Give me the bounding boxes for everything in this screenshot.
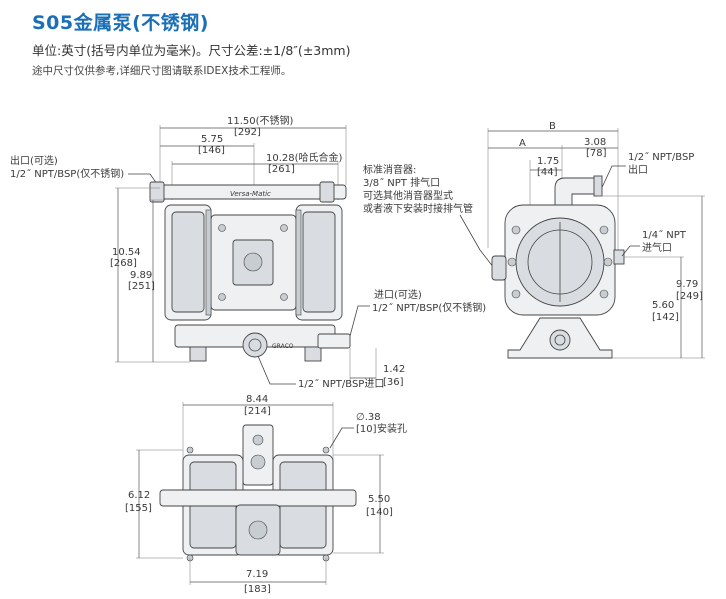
width-center-label: 1.75: [537, 156, 559, 167]
inlet-label-2: 1/2˝ NPT/BSP(仅不锈钢): [372, 301, 486, 314]
muffler-line-1: 标准消音器:: [363, 163, 416, 176]
side-view: B A 3.08 [78] 1.75 [44] 标准消音器: 3/8˝ NPT …: [363, 121, 705, 359]
inlet-offset-label: 1.42: [383, 364, 405, 375]
height-2-label: 9.89: [130, 270, 152, 281]
bottom-width-top-mm: [214]: [244, 406, 271, 417]
units-note: 单位:英寸(括号内单位为毫米)。尺寸公差:±1/8″(±3mm): [32, 43, 351, 58]
svg-text:GRACO: GRACO: [272, 343, 294, 350]
hole-label: ∅.38: [356, 412, 381, 423]
bottom-right-height-mm: [140]: [366, 507, 393, 518]
muffler-line-3: 可选其他消音器型式: [363, 189, 453, 202]
width-center-mm: [44]: [537, 167, 558, 178]
outlet-label-2: 1/2˝ NPT/BSP(仅不锈钢): [10, 167, 124, 180]
overall-width-label: 11.50(不锈钢): [227, 114, 294, 127]
width-right-label: 3.08: [584, 137, 606, 148]
page-title: S05金属泵(不锈钢): [32, 12, 209, 34]
reference-note: 途中尺寸仅供参考,详细尺寸图请联系IDEX技术工程师。: [32, 65, 292, 77]
overall-width-mm: [292]: [234, 127, 261, 138]
hastelloy-width-label: 10.28(哈氏合金): [266, 151, 343, 164]
air-line-2: 进气口: [642, 241, 672, 254]
center-width-label: 5.75: [201, 134, 223, 145]
air-line-1: 1/4˝ NPT: [642, 229, 687, 241]
bottom-width-top-label: 8.44: [246, 394, 268, 405]
outlet-line-1: 1/2˝ NPT/BSP: [628, 151, 694, 163]
brand-text: Versa-Matic: [230, 190, 271, 198]
height-1-mm: [268]: [110, 258, 137, 269]
hastelloy-width-mm: [261]: [268, 164, 295, 175]
bottom-width-label: 7.19: [246, 569, 268, 580]
bottom-left-height-mm: [155]: [125, 503, 152, 514]
height-1-label: 10.54: [112, 247, 141, 258]
height-2-mm: [251]: [128, 281, 155, 292]
inlet-offset-mm: [36]: [383, 377, 404, 388]
outlet-label-1: 出口(可选): [10, 154, 58, 167]
inlet-bottom-label: 1/2˝ NPT/BSP进口: [298, 378, 384, 390]
side-height-1-mm: [249]: [676, 291, 703, 302]
side-height-2-label: 5.60: [652, 300, 674, 311]
hole-text: 安装孔: [377, 422, 407, 435]
muffler-line-4: 或者液下安装时接排气管: [363, 202, 473, 215]
dim-a-label: A: [519, 138, 526, 149]
hole-mm: [10]: [356, 424, 377, 435]
muffler-line-2: 3/8˝ NPT 排气口: [363, 176, 440, 189]
center-width-mm: [146]: [198, 145, 225, 156]
bottom-view: 8.44 [214] ∅.38 [10] 安装孔 6.12 [155] 5.: [125, 394, 407, 595]
bottom-right-height-label: 5.50: [368, 494, 390, 505]
dim-b-label: B: [549, 121, 556, 132]
inlet-label-1: 进口(可选): [374, 288, 422, 301]
bottom-width-mm: [183]: [244, 584, 271, 595]
side-height-2-mm: [142]: [652, 312, 679, 323]
bottom-left-height-label: 6.12: [128, 490, 150, 501]
side-height-1-label: 9.79: [676, 279, 698, 290]
front-view: 11.50(不锈钢) [292] 5.75 [146] 10.28(哈氏合金) …: [10, 114, 486, 390]
width-right-mm: [78]: [586, 148, 607, 159]
outlet-line-2: 出口: [628, 163, 648, 176]
